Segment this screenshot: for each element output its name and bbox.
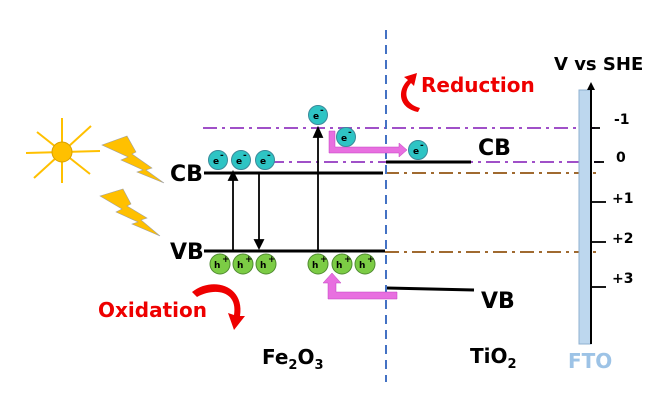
svg-text:+: +: [245, 255, 253, 265]
tio2-vb-line: [386, 286, 475, 292]
tick-label: +1: [612, 191, 633, 207]
svg-text:-: -: [220, 151, 224, 161]
fto-label: FTO: [568, 349, 612, 373]
reduction-label: Reduction: [421, 73, 535, 97]
hole: h+: [209, 253, 231, 275]
tio2-label: TiO2: [470, 344, 517, 372]
tick-label: +2: [612, 231, 633, 247]
vb-label: VB: [170, 240, 204, 265]
electron: e-: [308, 105, 328, 125]
axis-title: V vs SHE: [554, 54, 643, 75]
tio2-vb-label: VB: [481, 289, 515, 314]
svg-text:+: +: [367, 255, 375, 265]
svg-text:h: h: [260, 261, 266, 271]
hole: h+: [232, 253, 254, 275]
svg-text:e: e: [213, 157, 219, 167]
svg-text:h: h: [359, 261, 365, 271]
electron: e-: [336, 127, 356, 147]
electron: e-: [408, 140, 428, 160]
svg-text:-: -: [267, 151, 271, 161]
svg-text:+: +: [222, 255, 230, 265]
arrow-head: [227, 169, 239, 181]
electron: e-: [231, 150, 251, 170]
svg-text:h: h: [336, 261, 342, 271]
svg-text:e: e: [341, 134, 347, 144]
tick-label: 0: [616, 150, 626, 166]
axis-arrow-icon: [587, 82, 595, 90]
tick-label: -1: [614, 112, 630, 128]
arrow-head: [253, 239, 265, 251]
svg-text:+: +: [344, 255, 352, 265]
hole-transfer-arrow: [322, 272, 398, 300]
svg-text:h: h: [312, 261, 318, 271]
oxidation-arrow-icon: [192, 284, 245, 330]
svg-text:-: -: [243, 151, 247, 161]
arrow-head: [312, 125, 324, 138]
hole: h+: [354, 253, 376, 275]
electron-transfer-arrow: [328, 130, 408, 158]
svg-text:+: +: [268, 255, 276, 265]
fe2o3-label: Fe2O3: [262, 345, 324, 373]
svg-text:-: -: [348, 128, 352, 138]
electron: e-: [255, 150, 275, 170]
tio2-cb-label: CB: [478, 136, 511, 161]
hole: h+: [307, 253, 329, 275]
svg-text:e: e: [313, 112, 319, 122]
tick-label: +3: [612, 271, 633, 287]
lightning-icon: [99, 188, 161, 237]
fto-bar: [578, 89, 592, 345]
svg-text:e: e: [260, 157, 266, 167]
svg-text:-: -: [320, 106, 324, 116]
electron: e-: [208, 150, 228, 170]
svg-text:Fe2O3: Fe2O3: [262, 345, 324, 373]
svg-text:-: -: [420, 141, 424, 151]
cb-label: CB: [170, 162, 203, 187]
hole: h+: [331, 253, 353, 275]
sun-icon: [25, 118, 101, 183]
hole-group: h+ h+ h+ h+ h+ h+: [209, 253, 376, 275]
svg-text:e: e: [413, 147, 419, 157]
lightning-icon: [101, 135, 165, 184]
reduction-arrow-icon: [401, 73, 420, 112]
oxidation-label: Oxidation: [98, 298, 207, 322]
hole: h+: [255, 253, 277, 275]
svg-text:TiO2: TiO2: [470, 344, 517, 372]
svg-text:e: e: [236, 157, 242, 167]
svg-text:h: h: [237, 261, 243, 271]
svg-text:+: +: [320, 255, 328, 265]
electron-group: e- e- e- e- e- e-: [208, 105, 428, 170]
svg-text:h: h: [214, 261, 220, 271]
